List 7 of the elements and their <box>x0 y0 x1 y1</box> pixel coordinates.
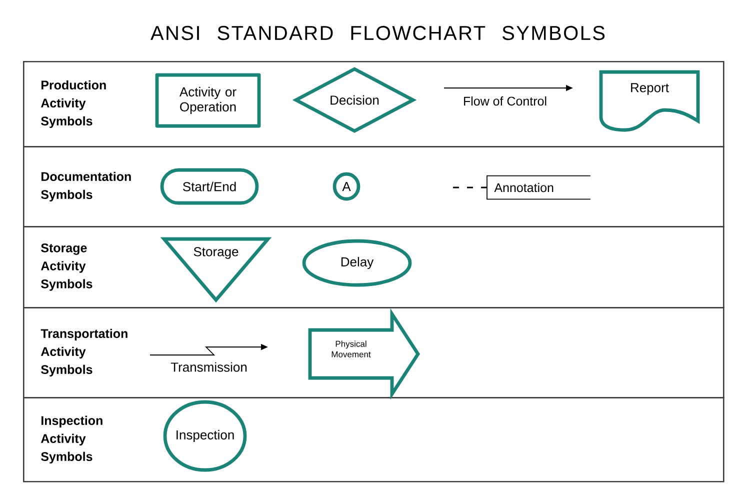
process-box: Activity or Operation <box>155 73 261 128</box>
title: ANSI STANDARD FLOWCHART SYMBOLS <box>150 26 605 40</box>
connector-line <box>453 186 487 188</box>
annotation-bracket: Annotation <box>486 175 591 200</box>
symbol-label: Flow of Control <box>464 96 546 106</box>
symbol-label: Transmission <box>170 362 247 372</box>
delay-oval: Delay <box>302 239 412 287</box>
